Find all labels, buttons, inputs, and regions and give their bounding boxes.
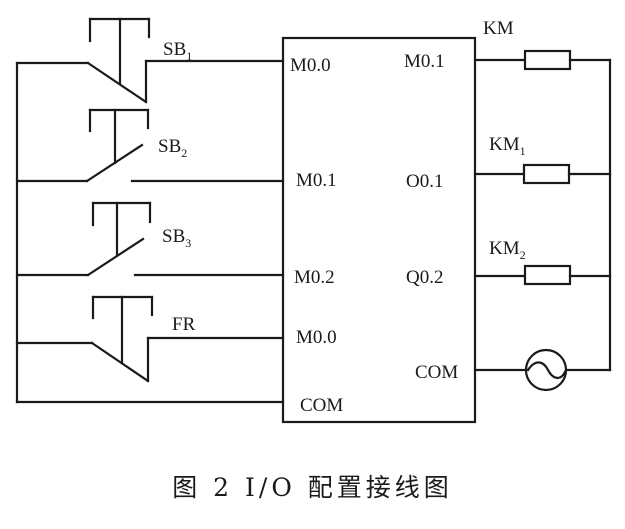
load-km1 [473, 163, 612, 185]
plc-input-com: COM [300, 395, 343, 416]
plc-input-2: M0.2 [294, 267, 335, 288]
switch-fr [15, 295, 285, 383]
switch-sb2 [15, 108, 285, 183]
plc-input-0: M0.0 [290, 55, 331, 76]
ac-source [473, 348, 612, 392]
switch-label-sb1: SB1 [163, 39, 192, 63]
switch-sb3 [15, 201, 285, 277]
plc-input-3: M0.0 [296, 327, 337, 348]
switch-label-sb2: SB2 [158, 136, 187, 160]
figure-caption: 图 2 I/O 配置接线图 [172, 473, 453, 502]
switch-label-fr: FR [172, 314, 196, 335]
plc-output-2: Q0.2 [406, 267, 443, 288]
load-label-km1: KM1 [489, 134, 526, 158]
switch-sb1 [15, 17, 285, 104]
load-label-km: KM [483, 18, 514, 39]
load-km2 [473, 264, 612, 286]
ac-source-icon [524, 348, 568, 392]
load-km [473, 49, 612, 71]
io-wiring-diagram: SB1 SB2 SB3 FR M0.0 M0.1 M0.2 M0.0 [15, 17, 612, 424]
switch-label-sb3: SB3 [162, 226, 191, 250]
plc-module [281, 36, 477, 424]
load-label-km2: KM2 [489, 238, 526, 262]
plc-output-1: O0.1 [406, 171, 443, 192]
plc-output-com: COM [415, 362, 458, 383]
plc-output-0: M0.1 [404, 51, 445, 72]
plc-input-1: M0.1 [296, 170, 337, 191]
